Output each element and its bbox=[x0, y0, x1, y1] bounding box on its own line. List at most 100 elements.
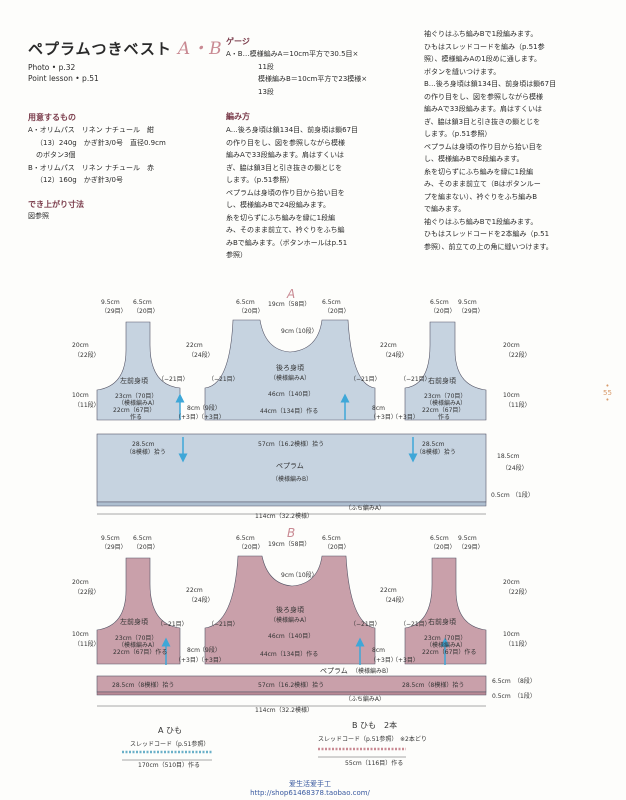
footer-link[interactable]: http://shop61468378.taobao.com/ bbox=[250, 789, 370, 797]
a-back-label: 後ろ身頃 bbox=[276, 363, 304, 372]
b-r8: （8段） bbox=[514, 677, 536, 685]
method-text-b: 袖ぐりはふち編みBで1段編みます。ひもはスレッドコードを編み（p.51参照）、模… bbox=[424, 28, 556, 253]
method-line: の作り目をし、図を参照しながら模様 bbox=[226, 138, 345, 147]
a-h05: 0.5cm bbox=[491, 492, 510, 499]
a-rf-pat: （模様編みA） bbox=[426, 399, 466, 407]
b-r24r: （24段） bbox=[382, 596, 408, 604]
a-back-shape bbox=[204, 319, 376, 421]
a-plus3a: （+3目） bbox=[175, 414, 202, 421]
a-edge-label: （ふち編みA） bbox=[345, 504, 385, 512]
b-h20l: 20cm bbox=[72, 579, 89, 586]
lesson-link[interactable]: Point lesson • p.51 bbox=[28, 74, 99, 83]
b-plus3c: （+3目） bbox=[370, 657, 397, 664]
b-edge-shape bbox=[96, 691, 487, 696]
b-lf-pat: （模様編みA） bbox=[118, 641, 158, 649]
a-r24b: （24段） bbox=[502, 464, 528, 472]
mat-b1: B・オリムパス リネン ナチュール 赤 bbox=[28, 163, 155, 172]
diagram-b: B 9.5cm 6.5cm （29目） （20目） 6.5cm 19cm（58目… bbox=[72, 526, 536, 714]
a-h20r: 20cm bbox=[503, 342, 520, 349]
b-lf-w95: 9.5cm bbox=[101, 535, 120, 542]
a-h10l: 10cm bbox=[72, 392, 89, 399]
method-b-line: 糸を切らずにふち編みを縁に1段編 bbox=[424, 167, 534, 176]
a-h22r: 22cm bbox=[380, 342, 397, 349]
b-minus21l: （−21目） bbox=[157, 621, 188, 628]
method-b-line: し、模様編みBで8段編みます。 bbox=[424, 155, 524, 163]
a-p-w57: 57cm（16.2模様）拾う bbox=[258, 440, 324, 448]
method-b-line: の作り目をし、図を参照しながら模様 bbox=[424, 92, 543, 101]
a-r24l: （24段） bbox=[188, 351, 214, 359]
size-heading: でき上がり寸法 bbox=[28, 200, 84, 209]
cord-b-knot: ※2本どり bbox=[400, 735, 427, 743]
b-rf-w22: 22cm（67目）作る bbox=[422, 648, 476, 656]
b-peplum-pat: （模様編みB） bbox=[352, 667, 392, 675]
a-back-pat: （模様編みA） bbox=[270, 374, 310, 382]
a-lf-w23: 23cm（70目） bbox=[115, 393, 157, 400]
a-b-st20l: （20目） bbox=[238, 308, 264, 315]
a-r24r: （24段） bbox=[382, 351, 408, 359]
title-ab: A・B bbox=[177, 39, 223, 59]
cords: A ひも スレッドコード（p.51参照） 170cm（510目）作る B ひも … bbox=[122, 720, 427, 769]
a-b-w65l: 6.5cm bbox=[236, 299, 255, 306]
a-h185: 18.5cm bbox=[497, 453, 520, 460]
b-r9l: （9段） bbox=[199, 646, 221, 654]
a-rf-st29: （29目） bbox=[458, 308, 484, 315]
a-r11l: （11段） bbox=[74, 401, 100, 409]
b-left-front-label: 左前身頃 bbox=[120, 617, 148, 626]
b-b-w65r: 6.5cm bbox=[322, 535, 341, 542]
a-b-w19: 19cm（58目） bbox=[268, 301, 310, 308]
b-lf-w23: 23cm（70目） bbox=[115, 635, 157, 642]
b-lf-w22: 22cm（67目）作る bbox=[113, 648, 167, 656]
a-minus21b2: （−21目） bbox=[350, 376, 381, 383]
method-line: み、そのまま前立て、衿ぐりをふち編 bbox=[226, 226, 345, 234]
a-minus21r: （−21目） bbox=[400, 376, 431, 383]
page-number: •55• bbox=[603, 382, 612, 404]
b-h20r: 20cm bbox=[503, 579, 520, 586]
cord-a-len: 170cm（510目）作る bbox=[138, 761, 200, 769]
method-b-line: します。（p.51参照） bbox=[424, 130, 492, 138]
b-edge-label: （ふち編みA） bbox=[345, 695, 385, 703]
gauge-l3: 模様編みB＝10cm平方で23模様× bbox=[258, 75, 368, 83]
method-b-line: 袖ぐりはふち編みBで1段編みます。 bbox=[424, 30, 538, 38]
a-plus3c: （+3目） bbox=[370, 414, 397, 421]
a-r1: （1段） bbox=[512, 491, 534, 499]
a-h9: 9cm bbox=[281, 328, 294, 335]
method-b-line: 照）、模様編みAの1段めに通します。 bbox=[424, 55, 542, 63]
size-value: 図参照 bbox=[28, 212, 49, 220]
a-p-st8l: （8模様）拾う bbox=[126, 448, 166, 456]
a-h8l: 8cm bbox=[187, 405, 200, 412]
diagram-a: A 9.5cm 6.5cm （29目） （20目） 6.5cm 19cm（58目… bbox=[72, 287, 534, 520]
b-lf-st29: （29目） bbox=[101, 544, 127, 551]
b-rf-w23: 23cm（70目） bbox=[424, 635, 466, 642]
method-line: 編みAで33段編みます。肩はすくいは bbox=[226, 151, 344, 159]
b-back-shape bbox=[204, 555, 376, 665]
gauge-text: A・B…模様編みA＝10cm平方で30.5目× 11段 模様編みB＝10cm平方… bbox=[226, 48, 367, 98]
b-left-front-shape bbox=[96, 557, 181, 665]
a-h20l: 20cm bbox=[72, 342, 89, 349]
a-h22l: 22cm bbox=[186, 342, 203, 349]
footer: 爱生活爱手工 http://shop61468378.taobao.com/ bbox=[240, 779, 380, 797]
b-peplum-label: ペプラム bbox=[320, 667, 348, 675]
mat-a1: A・オリムパス リネン ナチュール 紺 bbox=[28, 126, 155, 134]
a-p-w285l: 28.5cm bbox=[132, 441, 155, 448]
method-b-line: 編みAで33段編みます。肩はすくいは bbox=[424, 105, 542, 113]
b-minus21r: （−21目） bbox=[400, 621, 431, 628]
a-r9l: （9段） bbox=[199, 404, 221, 412]
a-rf-st20: （20目） bbox=[430, 308, 456, 315]
a-plus3b: （+3目） bbox=[198, 414, 225, 421]
cord-b-label: B ひも 2本 bbox=[352, 720, 397, 730]
b-rf-w65: 6.5cm bbox=[430, 535, 449, 542]
a-r22l: （22段） bbox=[74, 351, 100, 359]
b-rf-pat: （模様編みA） bbox=[426, 641, 466, 649]
b-back-label: 後ろ身頃 bbox=[276, 605, 304, 614]
a-p-st8r: （8模様）拾う bbox=[416, 448, 456, 456]
a-peplum-label: ペプラム bbox=[276, 462, 304, 470]
method-b-line: ぎ、脇は鎖3目と引き抜きの鎖とじを bbox=[424, 117, 541, 126]
b-p-w285r: 28.5cm（8模様）拾う bbox=[402, 681, 464, 689]
method-line: し、模様編みBで24段編みます。 bbox=[226, 201, 331, 209]
materials-heading: 用意するもの bbox=[28, 113, 76, 122]
a-b-w46: 46cm（140目） bbox=[268, 391, 314, 398]
photo-link[interactable]: Photo • p.32 bbox=[28, 63, 76, 72]
b-right-front-label: 右前身頃 bbox=[428, 617, 456, 626]
a-p-w285r: 28.5cm bbox=[422, 441, 445, 448]
